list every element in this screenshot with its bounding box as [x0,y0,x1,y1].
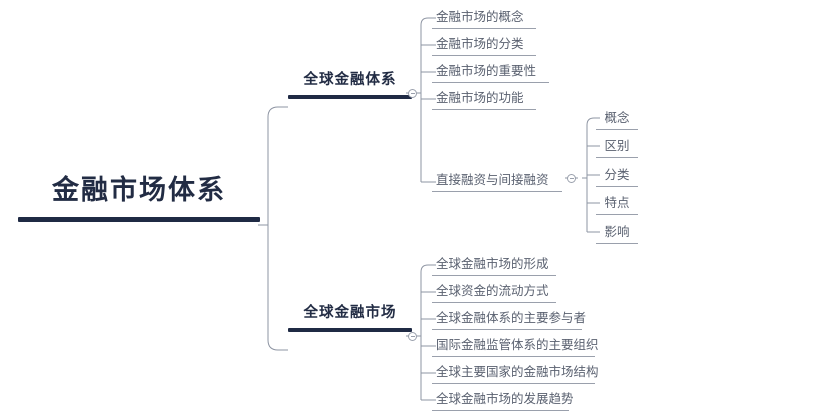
subleaf-label: 分类 [604,168,630,182]
leaf-label: 全球金融体系的主要参与者 [436,311,587,325]
subleaf-label: 特点 [604,196,630,210]
leaf-label: 金融市场的重要性 [436,64,537,78]
leaf-underline [432,383,595,384]
sub-spine-top-cap [586,117,600,126]
subleaf-underline [596,129,638,130]
collapse-circle-icon[interactable] [408,331,417,341]
leaf-label: 金融市场的概念 [436,10,524,24]
leaf-label: 全球主要国家的金融市场结构 [436,365,599,379]
root-node-label: 金融市场体系 [52,175,226,205]
subleaf-label: 区别 [604,139,630,153]
branch-label: 全球金融体系 [303,72,397,88]
leaf-underline [432,109,536,110]
leaf-node-market-structure-of-major-countries[interactable]: 全球主要国家的金融市场结构 [432,364,599,384]
leaf-node-global-capital-flow[interactable]: 全球资金的流动方式 [432,283,556,303]
subleaf-label: 影响 [604,225,630,239]
subleaf-underline [596,157,638,158]
leaf-label: 直接融资与间接融资 [436,173,549,187]
leaf-underline [432,55,536,56]
branch-underline [288,95,412,99]
subleaf-node-difference[interactable]: 区别 [596,138,638,158]
leaf-node-concept-of-financial-market[interactable]: 金融市场的概念 [432,9,536,29]
collapse-circle-icon[interactable] [567,173,576,183]
branch-node-global-financial-system[interactable]: 全球金融体系 [288,70,412,99]
collapse-circle-icon[interactable] [408,88,417,98]
leaf-node-classification-of-financial-market[interactable]: 金融市场的分类 [432,36,536,56]
subleaf-node-characteristics[interactable]: 特点 [596,195,638,215]
leaf-node-function-of-financial-market[interactable]: 金融市场的功能 [432,90,536,110]
leaf-node-importance-of-financial-market[interactable]: 金融市场的重要性 [432,63,549,83]
leaf-node-international-regulatory-organizations[interactable]: 国际金融监管体系的主要组织 [432,337,599,357]
leaf-label: 全球金融市场的形成 [436,257,549,271]
leaf-underline [432,28,536,29]
leaf-underline [432,191,562,192]
trunk-to-top-branch [267,106,288,225]
leaf-node-direct-and-indirect-financing[interactable]: 直接融资与间接融资 [432,172,562,192]
leaf-label: 全球资金的流动方式 [436,284,549,298]
leaf-label: 国际金融监管体系的主要组织 [436,338,599,352]
trunk-to-bottom-branch [267,225,288,351]
subleaf-underline [596,186,638,187]
leaf-label: 金融市场的功能 [436,91,524,105]
leaf-underline [432,329,582,330]
bottom-spine-top-cap [420,264,436,273]
leaf-underline [432,82,549,83]
branch-label: 全球金融市场 [303,305,397,321]
subleaf-node-concept[interactable]: 概念 [596,110,638,130]
leaf-node-development-trend[interactable]: 全球金融市场的发展趋势 [432,391,574,411]
branch-underline [288,328,412,332]
subleaf-node-impact[interactable]: 影响 [596,224,638,244]
subleaf-label: 概念 [604,111,630,125]
subleaf-underline [596,214,638,215]
root-node-underline [18,217,260,222]
leaf-underline [432,302,556,303]
root-node[interactable]: 金融市场体系 [18,170,260,222]
subleaf-underline [596,243,638,244]
leaf-node-main-participants[interactable]: 全球金融体系的主要参与者 [432,310,587,330]
leaf-label: 金融市场的分类 [436,37,524,51]
leaf-node-formation-of-global-financial-market[interactable]: 全球金融市场的形成 [432,256,556,276]
branch-node-global-financial-market[interactable]: 全球金融市场 [288,303,412,332]
leaf-label: 全球金融市场的发展趋势 [436,392,574,406]
leaf-underline [432,275,556,276]
subleaf-node-classification[interactable]: 分类 [596,167,638,187]
top-spine-top-cap [420,17,436,26]
leaf-underline [432,356,595,357]
